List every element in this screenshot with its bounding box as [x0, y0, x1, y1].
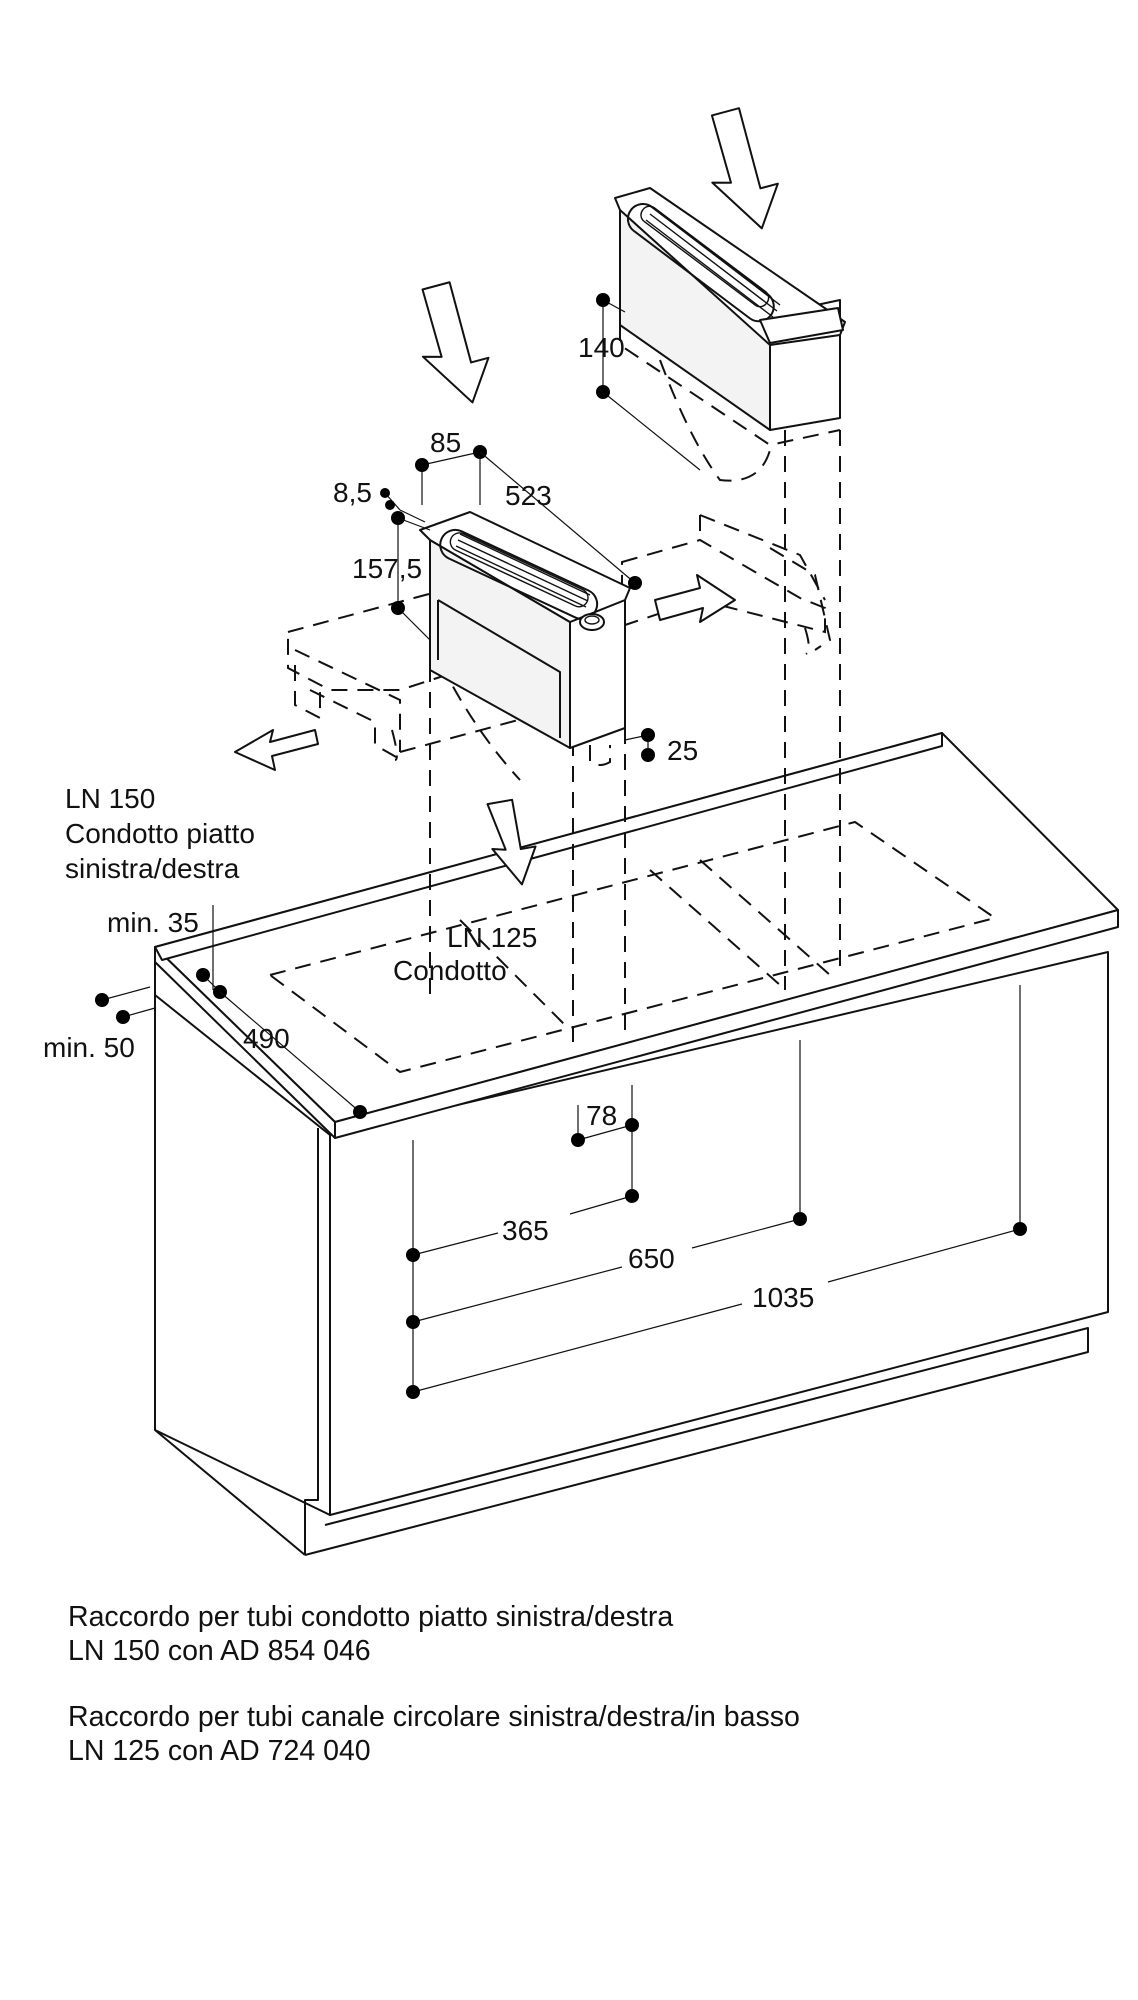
dim-78-label: 78	[586, 1100, 617, 1131]
dim-365-label: 365	[502, 1215, 549, 1246]
dimension-lines	[95, 293, 1027, 1399]
flat-duct-right	[621, 514, 832, 655]
ln125-subtitle: Condotto	[393, 955, 507, 986]
downdraft-unit-rear	[614, 187, 846, 482]
dim-25-label: 25	[667, 735, 698, 766]
caption-flat-line1: Raccordo per tubi condotto piatto sinist…	[68, 1601, 674, 1633]
projection-lines	[429, 430, 841, 1045]
arrow-right	[654, 574, 736, 623]
dim-365-start-dot	[406, 1248, 420, 1262]
dim-min35-label: min. 35	[107, 907, 199, 938]
ln150-direction: sinistra/destra	[65, 853, 240, 884]
arrow-down-rear	[710, 107, 779, 230]
dimension-labels: 140 85 8,5 523 157,5 25 min. 35 min. 50 …	[43, 332, 814, 1313]
arrow-down-front	[421, 281, 490, 404]
dim-min50-start-dot	[95, 993, 109, 1007]
dim-523-end-dot	[628, 576, 642, 590]
dim-157-5-label: 157,5	[352, 553, 422, 584]
dim-140-start-dot	[596, 293, 610, 307]
dim-min35-start-dot	[196, 968, 210, 982]
dim-min50-end-dot	[116, 1010, 130, 1024]
duct-labels: LN 150 Condotto piatto sinistra/destra L…	[65, 783, 537, 986]
arrow-down-duct	[486, 798, 537, 886]
dim-490-label: 490	[243, 1023, 290, 1054]
caption-round-line2: LN 125 con AD 724 040	[68, 1735, 371, 1767]
dim-650-end-dot	[793, 1212, 807, 1226]
dim-25-start-dot	[641, 728, 655, 742]
worktop	[154, 732, 1119, 1139]
dim-1035-end-dot	[1013, 1222, 1027, 1236]
caption-flat-line2: LN 150 con AD 854 046	[68, 1635, 371, 1667]
caption-round-line1: Raccordo per tubi canale circolare sinis…	[68, 1701, 800, 1733]
downdraft-unit-front	[419, 511, 631, 766]
dim-490-end-dot	[353, 1105, 367, 1119]
dim-523-label: 523	[505, 480, 552, 511]
dim-157-5-start-dot	[391, 511, 405, 525]
dim-157-5-end-dot	[391, 601, 405, 615]
dim-min50-label: min. 50	[43, 1032, 135, 1063]
dim-1035-label: 1035	[752, 1282, 814, 1313]
airflow-arrows	[234, 107, 779, 886]
dim-25-end-dot	[641, 748, 655, 762]
dim-650-start-dot	[406, 1315, 420, 1329]
dim-85-start-dot	[415, 458, 429, 472]
dim-8-5-label: 8,5	[333, 477, 372, 508]
dim-85-label: 85	[430, 427, 461, 458]
dim-78-end-dot	[625, 1118, 639, 1132]
ln125-title: LN 125	[447, 922, 537, 953]
dim-650-label: 650	[628, 1243, 675, 1274]
dim-140-label: 140	[578, 332, 625, 363]
caption-round-duct: Raccordo per tubi canale circolare sinis…	[68, 1700, 800, 1768]
dim-8-5-start-dot	[380, 488, 390, 498]
flat-duct-left	[287, 558, 556, 761]
ln150-subtitle: Condotto piatto	[65, 818, 255, 849]
dim-1035-start-dot	[406, 1385, 420, 1399]
dim-8-5-end-dot	[385, 500, 395, 510]
dim-365-end-dot	[625, 1189, 639, 1203]
arrow-left	[234, 729, 319, 771]
dim-78-start-dot	[571, 1133, 585, 1147]
ln150-title: LN 150	[65, 783, 155, 814]
caption-flat-duct: Raccordo per tubi condotto piatto sinist…	[68, 1600, 673, 1668]
base-cabinet	[154, 951, 1109, 1556]
dim-140-end-dot	[596, 385, 610, 399]
